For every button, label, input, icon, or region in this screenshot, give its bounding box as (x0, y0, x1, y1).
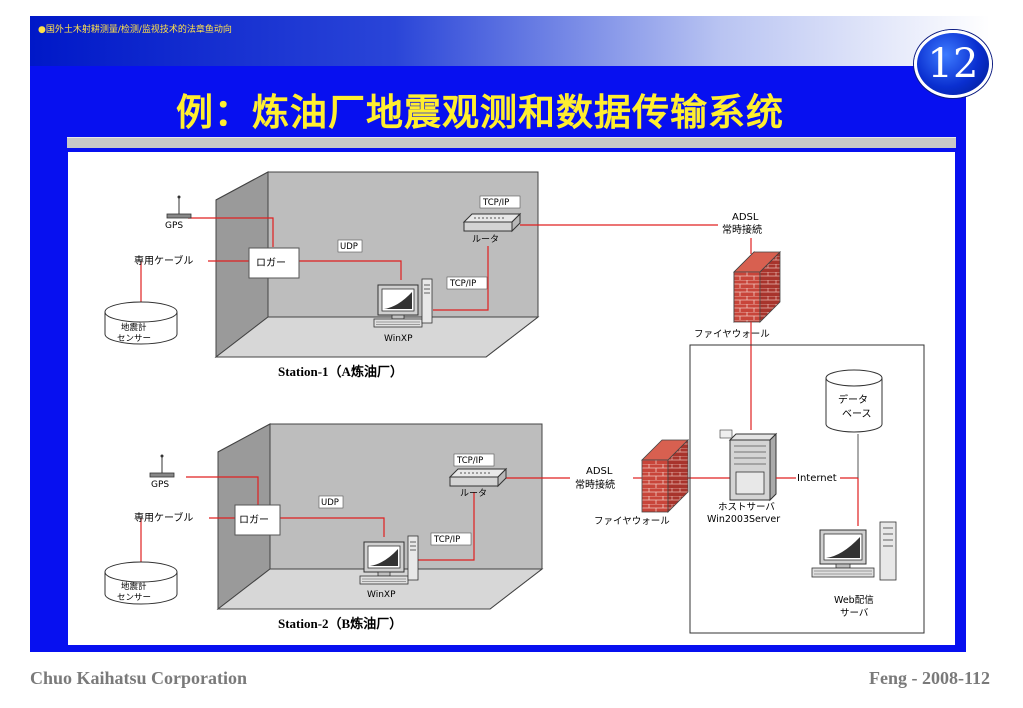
header-bar: ●国外土木射耕测量/检测/监视技术的法章鱼动向 (30, 16, 990, 66)
station2-pc-label: WinXP (367, 590, 396, 600)
station1-udp-label: UDP (340, 242, 358, 252)
web-server-icon (811, 521, 897, 581)
server-room-frame (689, 344, 925, 634)
slide-number-badge: 12 (914, 30, 992, 98)
station1-sensor-label-1: 地震計 (121, 322, 147, 333)
web-server-label-1: Web配信 (834, 594, 874, 606)
station1-gps-label: GPS (165, 221, 183, 231)
adsl2-label-2: 常時接続 (575, 478, 615, 491)
station1-sensor-label-2: センサー (117, 334, 151, 344)
firewall1-icon (733, 251, 781, 323)
station2-logger-box (234, 504, 281, 536)
station2-gps-label: GPS (151, 480, 169, 490)
adsl2-label-1: ADSL (586, 466, 613, 477)
adsl1-label-2: 常時接続 (722, 223, 762, 236)
station1-pc-icon (373, 278, 433, 328)
station2-router-label: ルータ (460, 488, 487, 499)
station1-links (140, 217, 718, 311)
firewall2-icon (641, 439, 689, 513)
system-diagram: GPS 専用ケーブル ロガー 地震計 センサー UDP TCP/IP ルータ T… (68, 152, 955, 645)
internet-label: Internet (797, 473, 837, 484)
adsl1-label-1: ADSL (732, 212, 759, 223)
station2-tcpip-upper-label: TCP/IP (456, 456, 483, 466)
host-server-icon (719, 429, 778, 502)
station2-gps-icon (149, 454, 175, 478)
divider-bar (67, 137, 956, 148)
station2-links (140, 476, 730, 562)
station1-logger-label: ロガー (256, 257, 286, 269)
station2-router-icon (449, 468, 507, 487)
station1-logger-box (248, 247, 300, 279)
station2-logger-label: ロガー (239, 514, 269, 526)
station1-tcpip-lower-label: TCP/IP (449, 279, 476, 289)
internet-links (776, 477, 859, 526)
footer-page-ref: Feng - 2008-112 (869, 668, 990, 688)
web-server-label-2: サーバ (840, 608, 869, 619)
station2-cable-label: 専用ケーブル (134, 511, 193, 524)
header-topic-text: ●国外土木射耕测量/检测/监视技术的法章鱼动向 (38, 25, 232, 35)
footer-company: Chuo Kaihatsu Corporation (30, 668, 248, 688)
firewall1-label: ファイヤウォール (694, 329, 770, 340)
station2-udp-label: UDP (321, 498, 339, 508)
station1-pc-label: WinXP (384, 334, 413, 344)
host-server-label-2: Win2003Server (707, 514, 780, 525)
host-server-label-1: ホストサーバ (718, 502, 775, 513)
database-icon (825, 369, 883, 433)
station1-caption: Station-1（A炼油厂） (278, 364, 403, 379)
slide-title: 例：炼油厂地震观测和数据传输系统 (176, 90, 784, 134)
station2-tcpip-lower-label: TCP/IP (433, 535, 460, 545)
station1-gps-icon (166, 195, 192, 219)
station1-tcpip-upper-label: TCP/IP (482, 198, 509, 208)
firewall2-label: ファイヤウォール (594, 516, 670, 527)
station2-sensor-label-1: 地震計 (121, 581, 147, 592)
database-label-1: データ (838, 393, 868, 406)
station1-router-icon (463, 213, 521, 232)
station2-pc-icon (359, 535, 419, 585)
station2-caption: Station-2（B炼油厂） (278, 616, 402, 631)
database-label-2: ベース (842, 408, 872, 420)
station2-sensor-label-2: センサー (117, 593, 151, 603)
station1-cable-label: 専用ケーブル (134, 254, 193, 267)
station1-router-label: ルータ (472, 234, 499, 245)
